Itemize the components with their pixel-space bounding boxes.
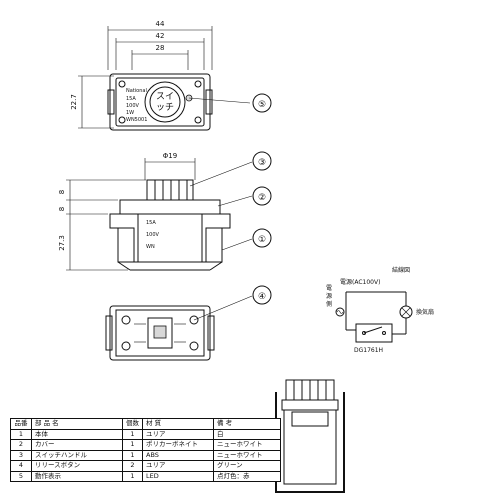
cell-qty: 1 [122, 470, 143, 482]
cell-no: 5 [10, 470, 32, 482]
wiring-model-label: DG1761H [354, 347, 383, 354]
face-rating-2: 100V [126, 103, 140, 109]
table-row: 3 スイッチハンドル 1 ABS ニューホワイト [10, 449, 281, 461]
cell-no: 1 [10, 428, 32, 440]
parts-table-header: 品番 部 品 名 個数 材 質 備 考 [10, 418, 281, 430]
cell-name: 動作表示 [31, 470, 123, 482]
ac-source-symbol [335, 307, 345, 317]
back-outline [109, 305, 211, 361]
face-rating-3: 1W [126, 110, 134, 116]
cell-name: リリースボタン [31, 460, 123, 472]
callout-1 [252, 228, 272, 248]
face-rating-1: 15A [126, 96, 136, 102]
dim-dia19: Φ19 [163, 152, 177, 160]
cell-note: ニューホワイト [213, 439, 281, 451]
svg-text:⑤: ⑤ [258, 100, 266, 110]
svg-text:③: ③ [258, 158, 266, 168]
svg-text:スイ: スイ [156, 92, 174, 102]
cell-qty: 2 [122, 460, 143, 472]
svg-text:100V: 100V [146, 232, 160, 238]
table-row: 5 動作表示 1 LED 点灯色：赤 [10, 470, 281, 482]
svg-text:15A: 15A [146, 220, 156, 226]
wiring-power-side-1: 電 [326, 285, 332, 292]
profile-view [275, 379, 345, 493]
cell-no: 3 [10, 449, 32, 461]
parts-table: 品番 部 品 名 個数 材 質 備 考 1 本体 1 ユリア 白 2 カバー 1… [10, 418, 281, 482]
svg-text:①: ① [258, 235, 266, 245]
cell-material: ABS [142, 449, 214, 461]
cell-qty: 1 [122, 449, 143, 461]
switch-face-outline [109, 73, 211, 131]
cell-note: 点灯色：赤 [213, 470, 281, 482]
cover-side [119, 199, 221, 215]
face-rating-4: WN5001 [126, 117, 147, 123]
callout-2 [252, 186, 272, 206]
switch-symbol [355, 323, 393, 343]
wiring-source-label: 電源(AC100V) [340, 278, 380, 286]
dim-22-7: 22.7 [70, 94, 78, 110]
wiring-power-side-3: 側 [326, 300, 332, 308]
callout-3 [252, 151, 272, 171]
table-row: 2 カバー 1 ポリカーボネイト ニューホワイト [10, 439, 281, 451]
face-brand-text: National [126, 88, 147, 94]
cell-no: 4 [10, 460, 32, 472]
cell-qty: 1 [122, 428, 143, 440]
cell-note: 白 [213, 428, 281, 440]
cell-note: グリーン [213, 460, 281, 472]
side-view: Φ19 15A 100V WN 8 8 27.3 ③ [58, 151, 272, 271]
dim-42: 42 [156, 32, 165, 40]
callout-5 [252, 93, 272, 113]
header-material: 材 質 [142, 418, 214, 430]
body-side [109, 213, 231, 263]
header-quantity: 個数 [122, 418, 143, 430]
svg-text:②: ② [258, 193, 266, 203]
cell-note: ニューホワイト [213, 449, 281, 461]
cell-name: 本体 [31, 428, 123, 440]
header-note: 備 考 [213, 418, 281, 430]
cell-material: LED [142, 470, 214, 482]
switch-handle-side [146, 179, 194, 201]
svg-text:ッチ: ッチ [156, 102, 174, 113]
dim-8b: 8 [58, 207, 66, 211]
cell-material: ユリア [142, 428, 214, 440]
cell-qty: 1 [122, 439, 143, 451]
wiring-title: 結線図 [392, 266, 410, 274]
dim-44: 44 [156, 20, 165, 28]
wiring-diagram: 結線図 電源(AC100V) 電 源 側 換気扇 DG1761H [326, 266, 434, 354]
cell-material: ユリア [142, 460, 214, 472]
svg-text:WN: WN [146, 244, 155, 250]
dim-8a: 8 [58, 190, 66, 194]
table-row: 4 リリースボタン 2 ユリア グリーン [10, 460, 281, 472]
cell-name: カバー [31, 439, 123, 451]
top-view: 44 42 28 22.7 スイ ッチ National 15A 1 [70, 20, 272, 131]
svg-text:④: ④ [258, 292, 266, 302]
dim-27-3: 27.3 [58, 235, 66, 251]
wiring-fan-label: 換気扇 [416, 308, 434, 316]
cell-name: スイッチハンドル [31, 449, 123, 461]
switch-dial [144, 81, 186, 123]
release-button-area [147, 317, 173, 349]
back-view: ④ [105, 285, 272, 361]
cell-material: ポリカーボネイト [142, 439, 214, 451]
header-part-name: 部 品 名 [31, 418, 123, 430]
dim-28: 28 [156, 44, 165, 52]
wiring-power-side-2: 源 [326, 292, 332, 300]
profile-frame [275, 392, 345, 493]
header-number: 品番 [10, 418, 32, 430]
callout-4 [252, 285, 272, 305]
table-row: 1 本体 1 ユリア 白 [10, 428, 281, 440]
cell-no: 2 [10, 439, 32, 451]
